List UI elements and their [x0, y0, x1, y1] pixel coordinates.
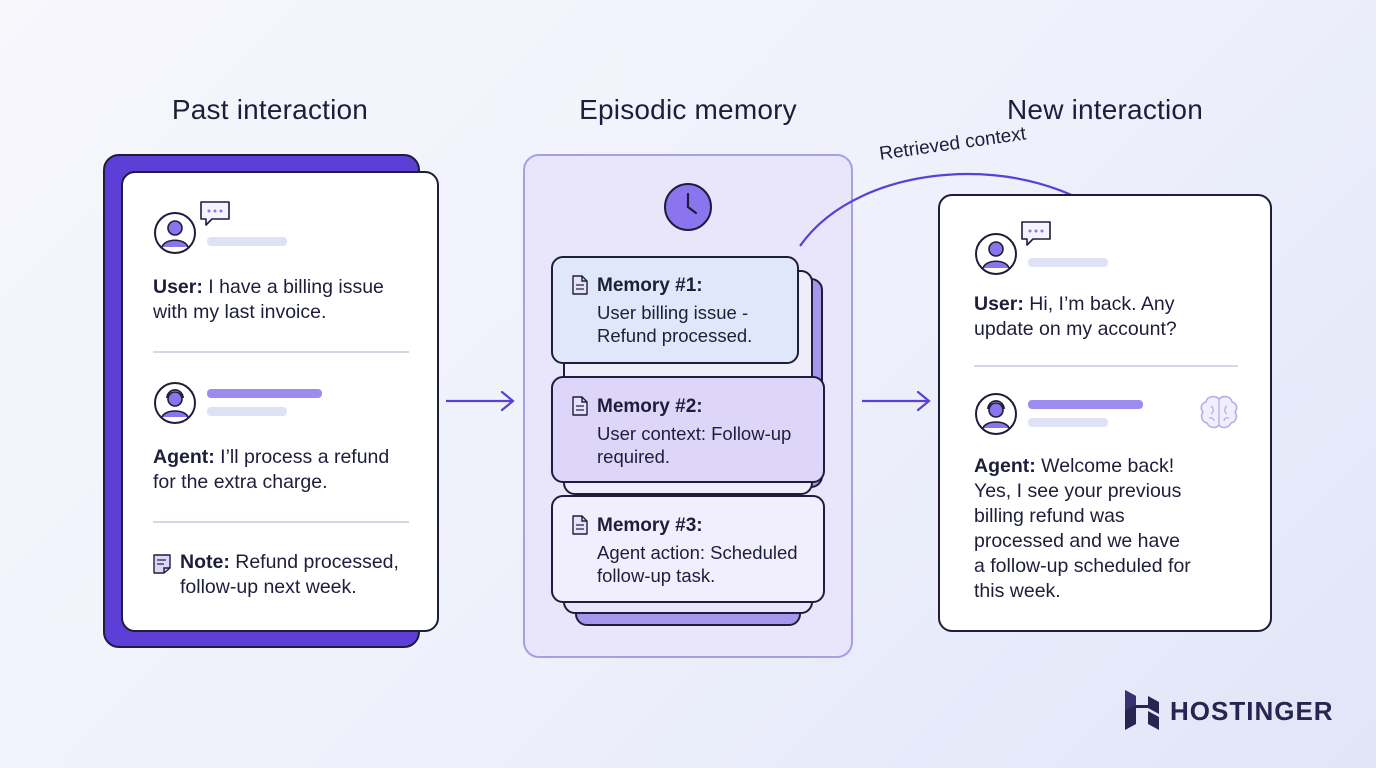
chat-bubble-icon — [1021, 221, 1051, 246]
agent-avatar-icon — [154, 382, 196, 424]
new-agent-message: Agent: Welcome back! Yes, I see your pre… — [974, 455, 1191, 602]
placeholder-bar — [1028, 258, 1108, 267]
arrow-right-icon — [446, 390, 515, 412]
user-avatar-icon — [975, 233, 1017, 275]
brand-name: HOSTINGER — [1170, 696, 1334, 726]
divider — [153, 521, 409, 523]
arrow-right-icon — [862, 390, 931, 412]
agent-avatar-icon — [975, 393, 1017, 435]
new-interaction-title: New interaction — [1007, 94, 1203, 125]
memory-card-1: Memory #1: User billing issue -Refund pr… — [551, 256, 799, 364]
placeholder-bar — [207, 237, 287, 246]
document-icon — [572, 275, 588, 295]
past-note: Note: Refund processed,follow-up next we… — [180, 551, 399, 598]
divider — [153, 351, 409, 353]
user-avatar-icon — [154, 212, 196, 254]
document-icon — [572, 396, 588, 416]
memory-title: Memory #1: — [597, 275, 703, 296]
episodic-memory-title: Episodic memory — [579, 94, 797, 125]
brain-icon — [1200, 395, 1238, 429]
document-icon — [572, 515, 588, 535]
memory-title: Memory #2: — [597, 396, 703, 417]
chat-bubble-icon — [200, 201, 230, 226]
memory-text: User billing issue -Refund processed. — [597, 302, 753, 346]
note-icon — [153, 554, 171, 574]
placeholder-bar — [207, 407, 287, 416]
past-interaction-title: Past interaction — [171, 94, 369, 125]
placeholder-bar — [207, 389, 322, 398]
divider — [974, 365, 1238, 367]
hostinger-logo-icon — [1125, 690, 1159, 730]
memory-title: Memory #3: — [597, 515, 703, 536]
placeholder-bar — [1028, 418, 1108, 427]
placeholder-bar — [1028, 400, 1143, 409]
clock-icon — [664, 183, 712, 231]
